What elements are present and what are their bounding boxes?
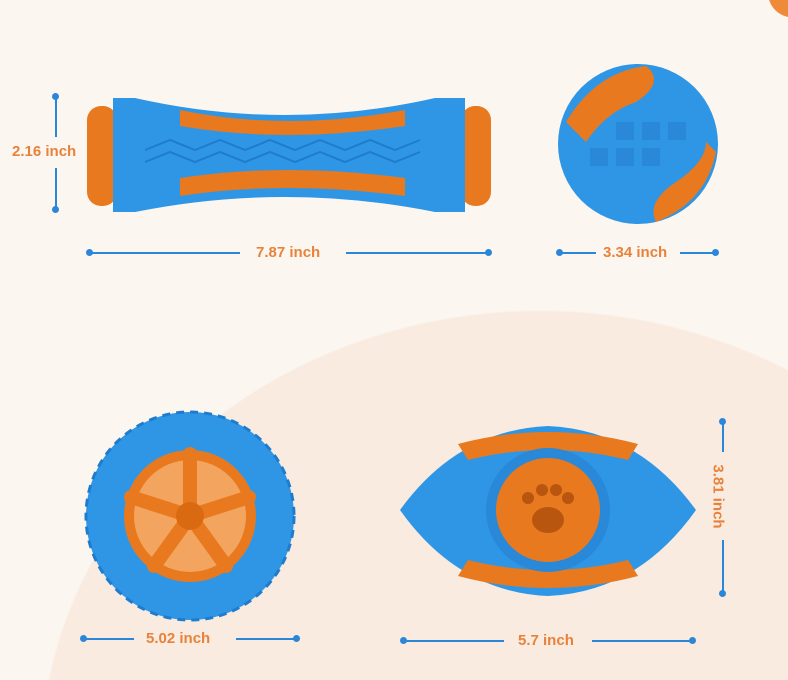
dimension-line: [236, 638, 296, 640]
stick-height-label: 2.16 inch: [12, 143, 77, 160]
dimension-line: [55, 168, 57, 208]
dimension-endpoint: [719, 418, 726, 425]
dimension-line: [722, 540, 724, 592]
dimension-line: [404, 640, 504, 642]
dimension-endpoint: [400, 637, 407, 644]
ball-diameter-label: 3.34 inch: [603, 244, 668, 261]
football-height-label: 3.81 inch: [709, 464, 727, 529]
dimension-endpoint: [556, 249, 563, 256]
dimension-endpoint: [485, 249, 492, 256]
dimension-endpoint: [86, 249, 93, 256]
football-toy-image: [400, 426, 696, 596]
dimension-line: [722, 422, 724, 452]
dimension-line: [680, 252, 716, 254]
dimension-line: [560, 252, 596, 254]
stick-length-label: 7.87 inch: [256, 244, 321, 261]
dimension-line: [90, 252, 240, 254]
tire-diameter-label: 5.02 inch: [146, 630, 211, 647]
football-length-label: 5.7 inch: [518, 632, 574, 649]
dimension-line: [84, 638, 134, 640]
dimension-endpoint: [719, 590, 726, 597]
dimension-endpoint: [52, 93, 59, 100]
dimension-endpoint: [293, 635, 300, 642]
stick-toy-image: [87, 98, 491, 212]
dimension-endpoint: [80, 635, 87, 642]
dimension-endpoint: [712, 249, 719, 256]
dimension-line: [592, 640, 692, 642]
dimension-line: [346, 252, 488, 254]
ball-toy-image: [558, 64, 718, 224]
dimension-endpoint: [689, 637, 696, 644]
tire-toy-image: [84, 410, 296, 622]
dimension-endpoint: [52, 206, 59, 213]
dimension-line: [55, 97, 57, 137]
